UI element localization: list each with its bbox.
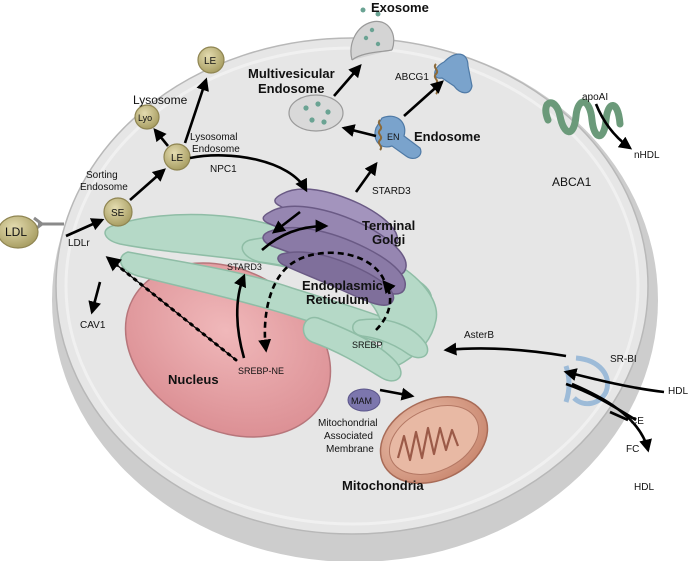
exosome [350, 7, 395, 61]
label-lysosomal-2: Endosome [192, 144, 240, 155]
label-hdl-in: HDL [668, 386, 688, 397]
label-ldlr: LDLr [68, 238, 90, 249]
label-srebp-ne: SREBP-NE [238, 366, 284, 376]
srebp-cycle-arrows [258, 251, 396, 353]
label-mito-assoc-2: Associated [324, 431, 373, 442]
label-mito-assoc-1: Mitochondrial [318, 418, 377, 429]
label-terminal-1: Terminal [362, 218, 415, 233]
label-ldl: LDL [5, 225, 27, 239]
label-apoai: apoAI [582, 92, 608, 103]
label-abcg1: ABCG1 [395, 72, 429, 83]
arrows [65, 64, 665, 453]
label-multivesicular-1: Multivesicular [248, 66, 335, 81]
label-fc: FC [626, 444, 639, 455]
label-abca1: ABCA1 [552, 175, 592, 189]
label-nhdl: nHDL [634, 150, 660, 161]
label-mam: MAM [351, 396, 372, 406]
label-terminal-2: Golgi [372, 232, 405, 247]
label-en: EN [387, 132, 400, 142]
label-lysosomal-1: Lysosomal [190, 132, 237, 143]
srebp-ne-to-ldlr-arrow [105, 256, 238, 362]
label-mito-assoc-3: Membrane [326, 444, 374, 455]
label-lysosome: Lysosome [133, 93, 188, 107]
label-le-mid: LE [171, 153, 184, 164]
endosome-en [374, 115, 422, 160]
label-hdl-out: HDL [634, 482, 654, 493]
label-le-top: LE [204, 56, 217, 67]
ldl-particle [0, 215, 64, 249]
abca1-transporter [542, 98, 624, 140]
multivesicular-endosome [288, 94, 344, 132]
label-nucleus: Nucleus [168, 372, 219, 387]
label-npc1: NPC1 [210, 164, 237, 175]
label-er-2: Reticulum [306, 292, 369, 307]
label-endosome: Endosome [414, 129, 480, 144]
label-er-1: Endoplasmic [302, 278, 383, 293]
label-stard3-er: STARD3 [227, 262, 262, 272]
label-ce: CE [630, 416, 644, 427]
labels: Exosome Multivesicular Endosome ABCG1 ap… [5, 0, 688, 493]
mam [347, 388, 381, 412]
label-sorting-2: Endosome [80, 182, 128, 193]
mitochondria [379, 395, 489, 485]
label-multivesicular-2: Endosome [258, 81, 324, 96]
label-lyo: Lyo [138, 113, 152, 123]
label-sorting-1: Sorting [86, 170, 118, 181]
label-mitochondria: Mitochondria [342, 478, 424, 493]
label-cav1: CAV1 [80, 320, 106, 331]
lysosome [134, 104, 160, 130]
label-asterb: AsterB [464, 330, 494, 341]
label-exosome: Exosome [371, 0, 429, 15]
label-stard3-top: STARD3 [372, 186, 411, 197]
label-srbi: SR-BI [610, 354, 637, 365]
label-srebp: SREBP [352, 340, 383, 350]
label-se: SE [111, 208, 125, 219]
sorting-endosome [103, 197, 133, 227]
late-endosome-top [197, 46, 225, 74]
